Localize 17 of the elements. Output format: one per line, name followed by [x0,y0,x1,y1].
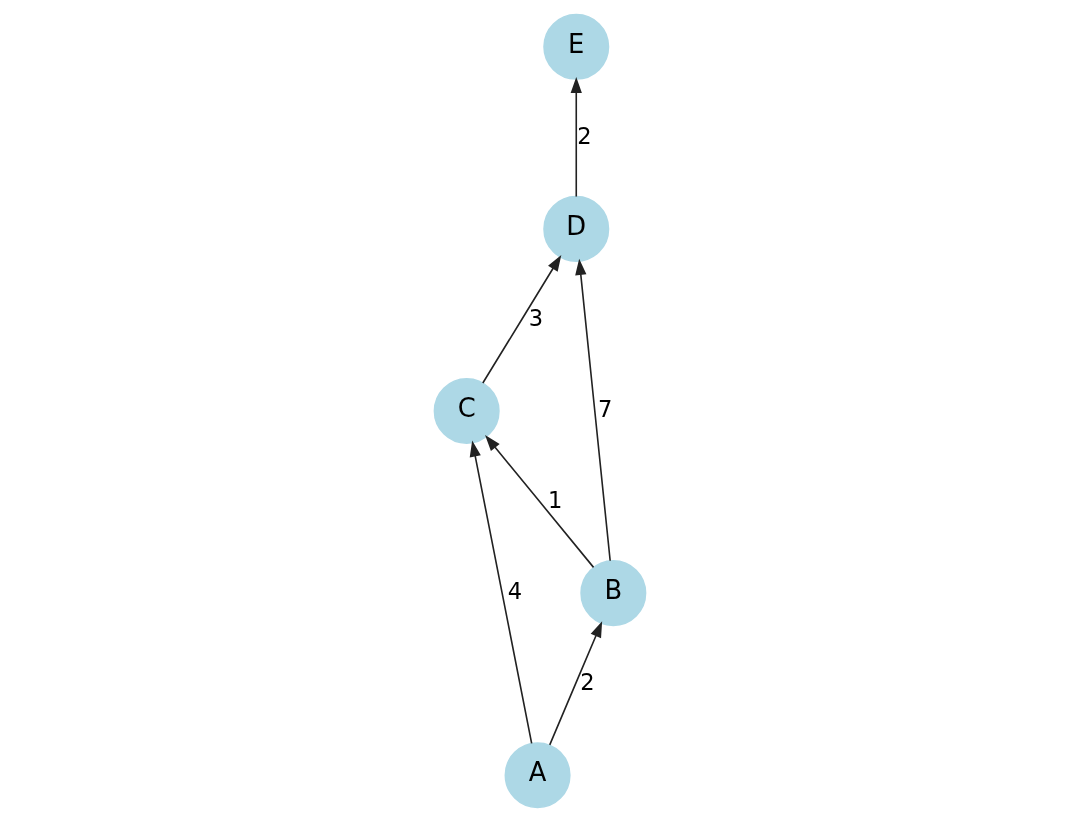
edge-label: 4 [507,578,523,605]
node-circle: D [543,195,610,262]
node-circle: A [504,742,571,809]
arrow [570,76,582,198]
edge-label: 7 [598,395,613,422]
arrow [482,254,562,384]
node-circle: E [543,13,610,80]
edge-label: 3 [528,304,544,331]
edge-label: 2 [577,122,592,149]
edge-label: 1 [548,487,563,514]
edge-label: 2 [580,669,595,696]
arrow [469,440,533,745]
arrow [485,435,595,569]
arrow [548,621,603,746]
arrow [575,258,611,562]
node-circle: C [433,377,500,445]
node-circle: B [580,560,647,627]
